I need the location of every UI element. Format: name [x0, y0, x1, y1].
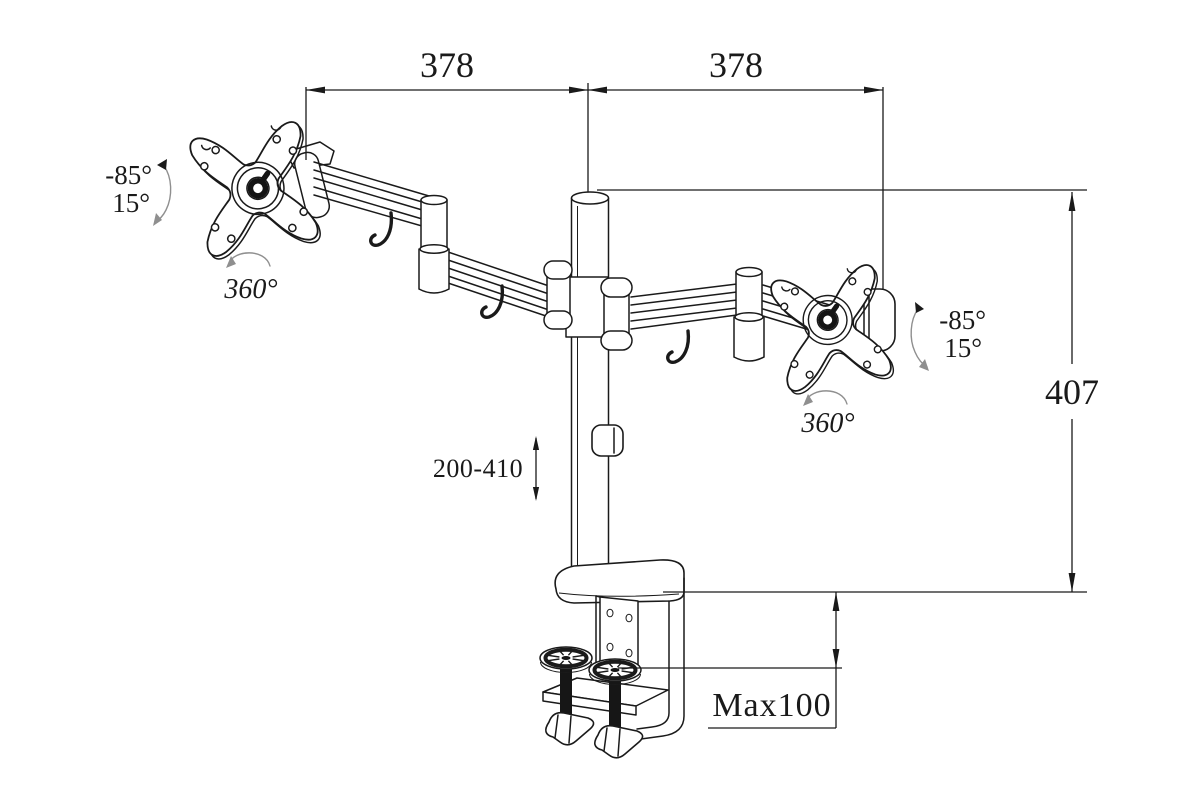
right-lower-arm [630, 283, 738, 330]
cable-hooks [369, 211, 691, 364]
clamp-screw-rod [609, 674, 621, 736]
clamp-thumb-knob [545, 711, 595, 746]
dim-label-height-range: 200-410 [433, 454, 523, 483]
cable-hook-icon [480, 284, 505, 319]
clamp-right-wall [640, 577, 685, 740]
right-rotation-annotation: 360° [800, 390, 855, 439]
cable-hook-icon [369, 211, 394, 247]
pole-cable-clip [591, 424, 624, 457]
clamp-thumb-knob [594, 724, 644, 759]
dim-label-right-span: 378 [709, 45, 763, 85]
dim-label-clamp-capacity: Max100 [712, 687, 831, 724]
dimension-column-height: 407 [597, 189, 1099, 593]
tilt-arc-icon [910, 308, 928, 368]
dim-label-column-height: 407 [1045, 372, 1099, 412]
desk-clamp [538, 559, 685, 759]
right-elbow-joint [733, 266, 765, 362]
clamp-hand-wheel [538, 645, 594, 675]
left-rotation-label: 360° [223, 274, 277, 305]
dimension-right-arm-span: 378 [588, 45, 884, 290]
left-tilt-annotation: -85° 15° [105, 159, 172, 226]
clamp-back-plate [595, 595, 639, 670]
right-tilt-annotation: -85° 15° [910, 302, 986, 371]
dim-label-left-span: 378 [420, 45, 474, 85]
right-rotation-label: 360° [800, 408, 854, 439]
right-tilt-max-label: 15° [944, 333, 982, 363]
left-tilt-min-label: -85° [105, 160, 152, 190]
clamp-screw-rod [560, 662, 572, 718]
center-pole [570, 191, 610, 571]
left-rotation-annotation: 360° [223, 252, 278, 305]
left-upper-arm [313, 161, 430, 229]
dimension-left-arm-span: 378 [305, 45, 589, 192]
tilt-arc-icon [154, 165, 172, 223]
cable-hook-icon [666, 329, 691, 364]
left-lower-arm [447, 251, 550, 318]
pole-collar [543, 260, 633, 351]
left-tilt-max-label: 15° [112, 188, 150, 218]
left-elbow-joint [418, 194, 450, 294]
right-tilt-min-label: -85° [939, 305, 986, 335]
dimension-height-range: 200-410 [433, 436, 540, 501]
dimension-clamp-capacity: Max100 [618, 592, 842, 729]
